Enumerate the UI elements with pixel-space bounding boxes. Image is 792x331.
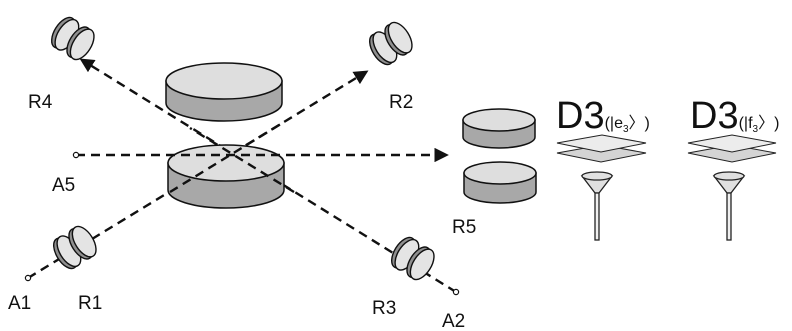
source-a5-point bbox=[72, 151, 80, 159]
lens-pair-r4 bbox=[51, 16, 95, 61]
detector-e3-label: D3(|e3〉) bbox=[556, 95, 650, 137]
lens-pair-r1 bbox=[53, 225, 97, 270]
upper-crystal-disk bbox=[165, 62, 283, 122]
r5-lower-disk bbox=[463, 161, 537, 204]
label-a5: A5 bbox=[52, 175, 75, 196]
detector-f3-plates bbox=[687, 134, 777, 163]
beam-a2-segment-over-disk bbox=[189, 126, 295, 194]
label-a2: A2 bbox=[442, 311, 465, 331]
detector-f3-funnel bbox=[712, 171, 746, 241]
r5-upper-disk bbox=[462, 108, 536, 149]
label-r4: R4 bbox=[28, 92, 53, 113]
source-a1-point bbox=[24, 274, 32, 282]
label-r5: R5 bbox=[452, 217, 476, 238]
lens-pair-r2 bbox=[369, 21, 413, 66]
detector-e3-plates bbox=[556, 134, 647, 163]
detector-f3-label: D3(|f3〉) bbox=[690, 95, 779, 137]
source-a2-point bbox=[452, 288, 460, 296]
label-r1: R1 bbox=[78, 293, 102, 314]
label-r3: R3 bbox=[372, 298, 396, 319]
detector-e3-funnel bbox=[580, 171, 614, 241]
label-a1: A1 bbox=[8, 293, 31, 314]
lens-pair-r3 bbox=[391, 236, 435, 281]
beam-a2-r4 bbox=[79, 58, 457, 294]
label-r2: R2 bbox=[389, 92, 413, 113]
beam-a1-segment-over-disk bbox=[169, 120, 285, 194]
